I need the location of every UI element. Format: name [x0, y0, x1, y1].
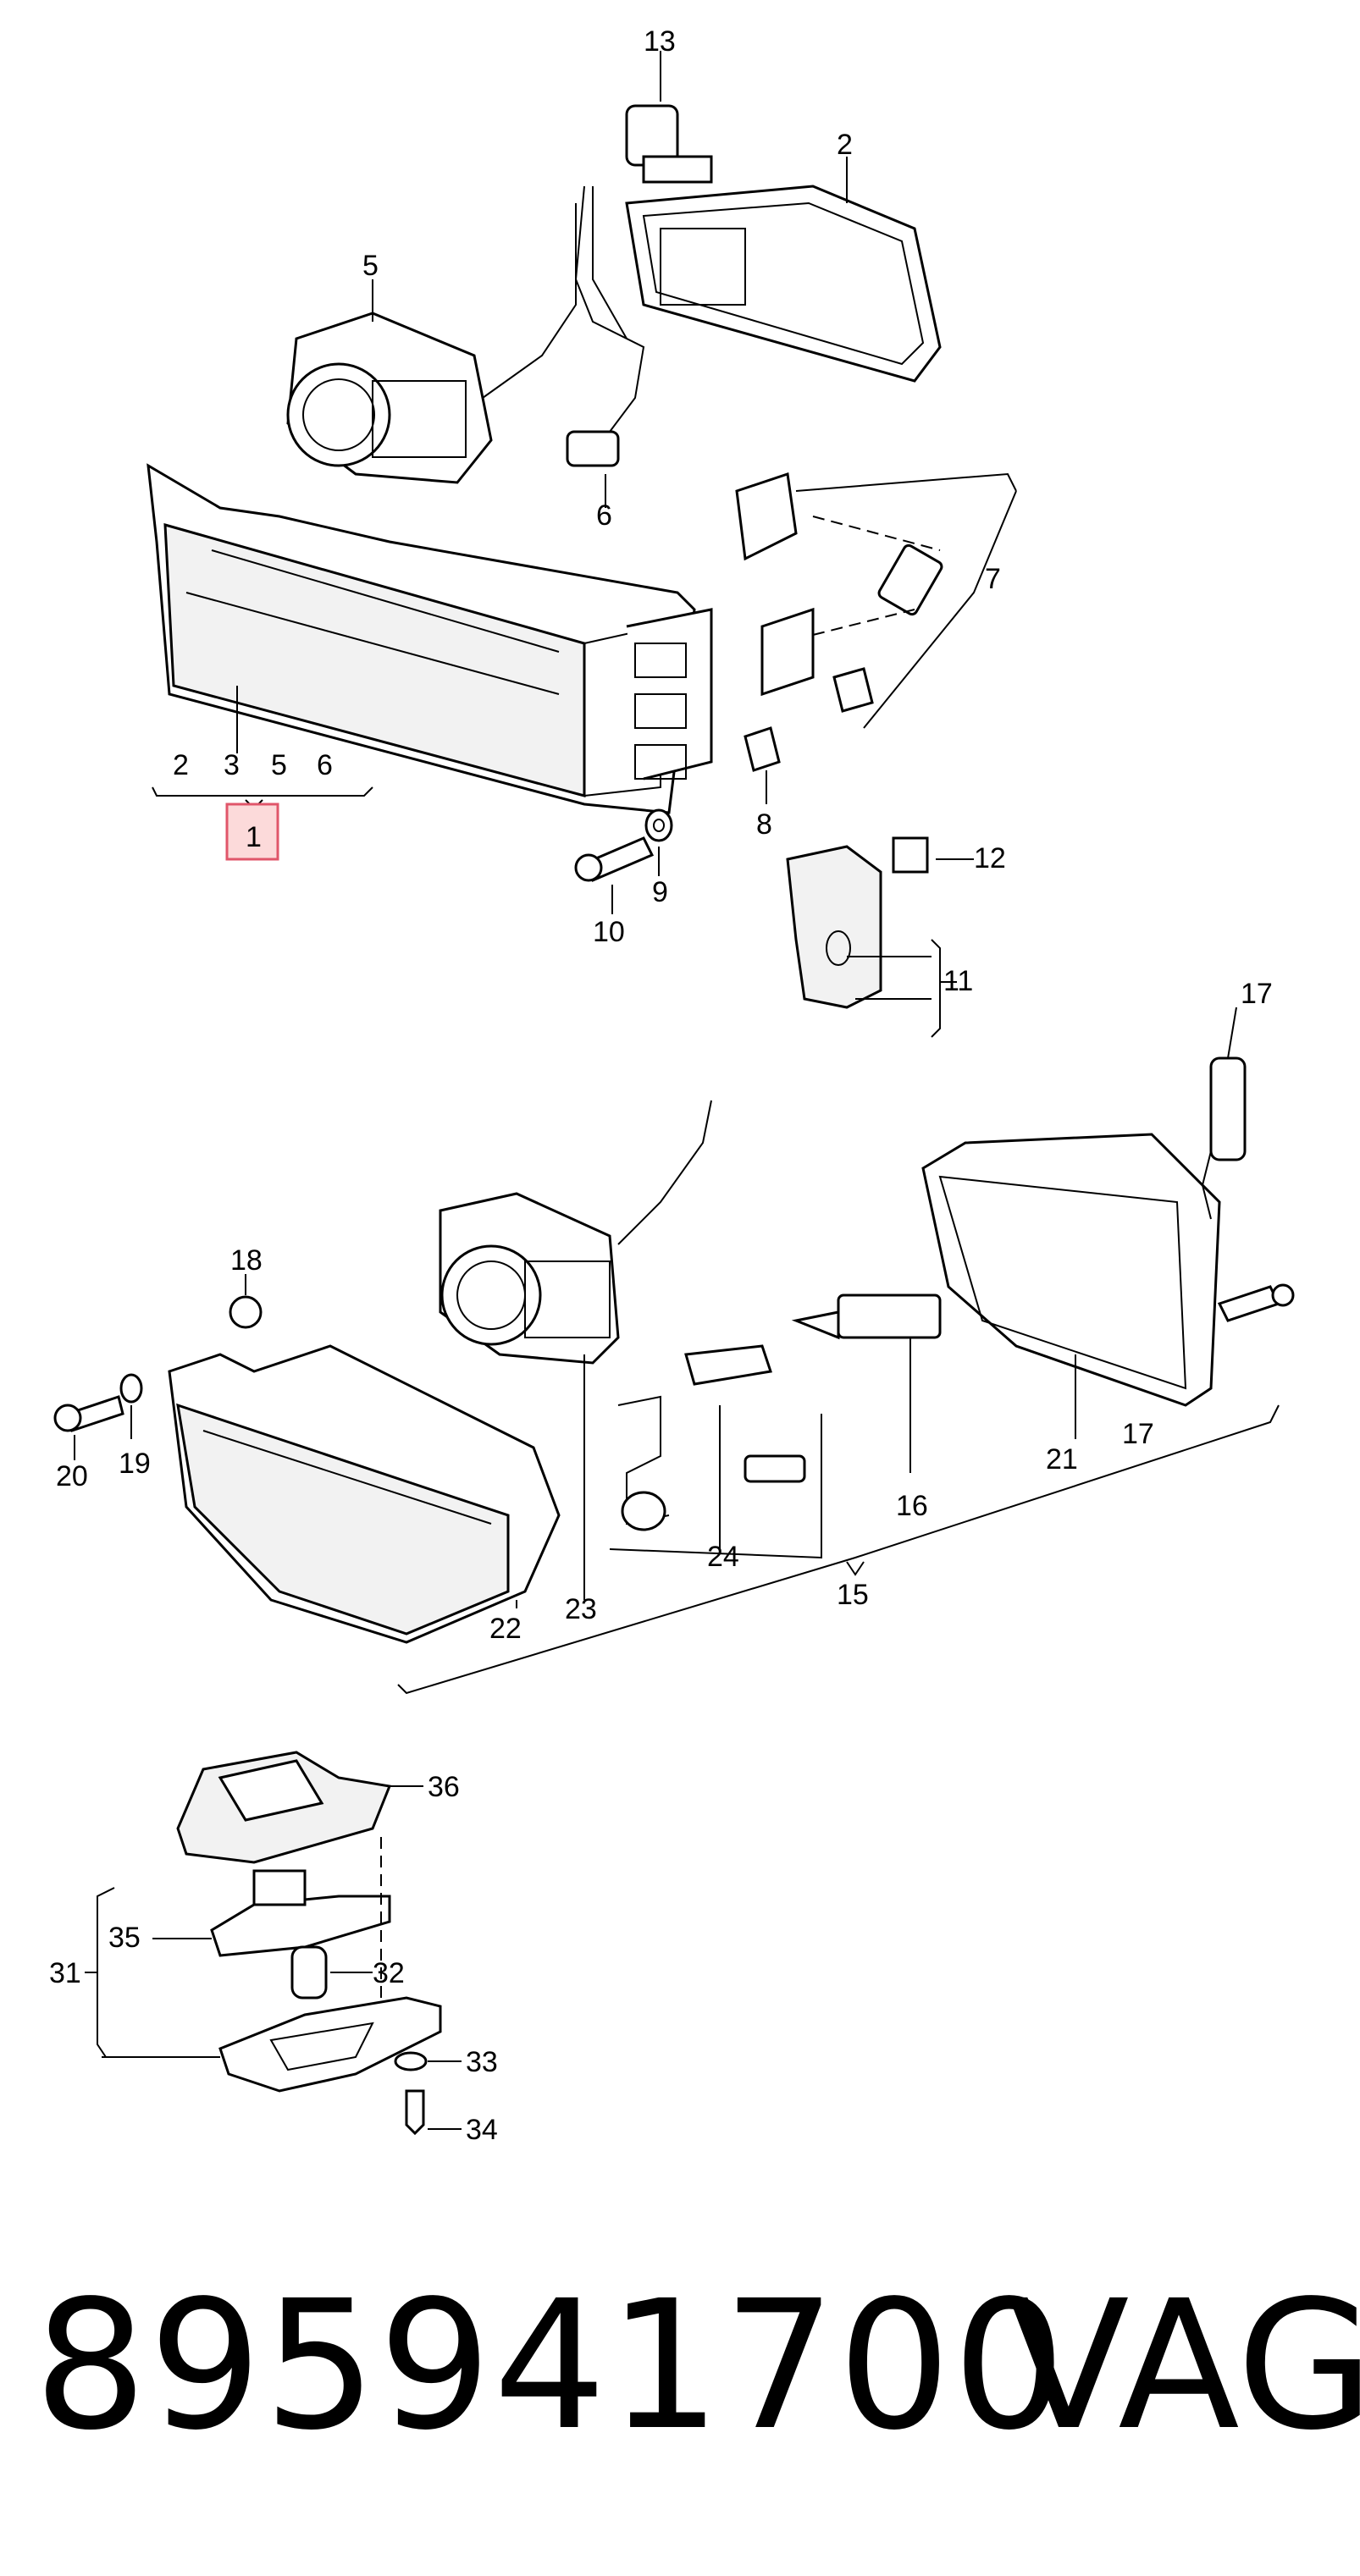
screw-part [1217, 1283, 1295, 1322]
callout-17: 17 [1122, 1418, 1154, 1450]
callout-11: 11 [943, 965, 973, 997]
screw-part [229, 1274, 263, 1329]
brand-name: VAG [1008, 2262, 1360, 2469]
callout-32: 32 [373, 1957, 405, 1989]
bulb-holder-part [609, 1344, 822, 1559]
bolt-part [744, 726, 781, 804]
callout-24: 24 [707, 1541, 739, 1573]
callout-2: 2 [837, 129, 853, 161]
headlamp-body-part [147, 463, 713, 814]
callout-8: 8 [756, 808, 772, 841]
fog-lamp-housing-part [921, 1007, 1247, 1407]
callout-31: 31 [49, 1957, 81, 1989]
adjuster-bracket-part [735, 472, 1017, 729]
callout-12: 12 [974, 842, 1006, 874]
washer-part [119, 1373, 143, 1439]
callout-35: 35 [108, 1922, 141, 1954]
washer-part [394, 2051, 462, 2071]
side-marker-part [786, 845, 957, 1038]
callout-22: 22 [489, 1613, 522, 1645]
callout-bracket [85, 1887, 115, 2058]
bulb-part [566, 185, 645, 508]
screw-part [53, 1395, 124, 1460]
washer-part [644, 808, 673, 876]
bulb-socket-part [625, 51, 713, 184]
fog-lamp-lens-part [168, 1344, 561, 1644]
highlight-box [225, 803, 279, 861]
callout-20: 20 [56, 1460, 88, 1492]
callout-15: 15 [837, 1579, 869, 1611]
license-light-assembly [85, 1751, 462, 2136]
callout-7: 7 [985, 563, 1001, 595]
halogen-bulb-part [791, 1294, 942, 1473]
callout-9: 9 [652, 876, 668, 908]
callout-16: 16 [896, 1490, 928, 1522]
callout-labels: 13 2 5 6 7 2 3 5 6 1 8 9 10 12 11 17 18 … [49, 25, 1273, 2146]
projector-lens-part [286, 203, 577, 484]
part-number: 895941700 [34, 2262, 1068, 2469]
headlight-housing-part [625, 157, 942, 383]
housing-part [102, 1996, 442, 2093]
bulb-holder-part [152, 1837, 391, 2015]
screw-part [405, 2089, 462, 2136]
callout-6-list: 6 [317, 749, 333, 781]
callout-19: 19 [119, 1448, 151, 1480]
fog-lamp-assembly [53, 1007, 1295, 1695]
callout-bracket [152, 786, 373, 797]
callout-36: 36 [428, 1771, 460, 1803]
callout-17-top: 17 [1241, 978, 1273, 1010]
clip-part [892, 836, 974, 874]
callout-5: 5 [362, 250, 379, 282]
bulb-part [290, 1945, 373, 2000]
callout-10: 10 [593, 916, 625, 948]
lens-cover-part [176, 1751, 423, 1864]
callout-bracket [397, 1404, 1280, 1695]
callout-23: 23 [565, 1593, 597, 1625]
callout-34: 34 [466, 2114, 498, 2146]
callout-5-list: 5 [271, 749, 287, 781]
callout-bracket-tip [846, 1561, 865, 1576]
callout-3-list: 3 [224, 749, 240, 781]
callout-1: 1 [246, 821, 262, 853]
callout-6: 6 [596, 499, 612, 532]
screw-part [574, 836, 655, 914]
headlight-assembly [147, 51, 1017, 1038]
callout-13: 13 [644, 25, 676, 58]
callout-18: 18 [230, 1244, 263, 1277]
callout-2-list: 2 [173, 749, 189, 781]
callout-21: 21 [1046, 1443, 1078, 1476]
callout-33: 33 [466, 2046, 498, 2078]
fog-projector-part [439, 1100, 712, 1600]
